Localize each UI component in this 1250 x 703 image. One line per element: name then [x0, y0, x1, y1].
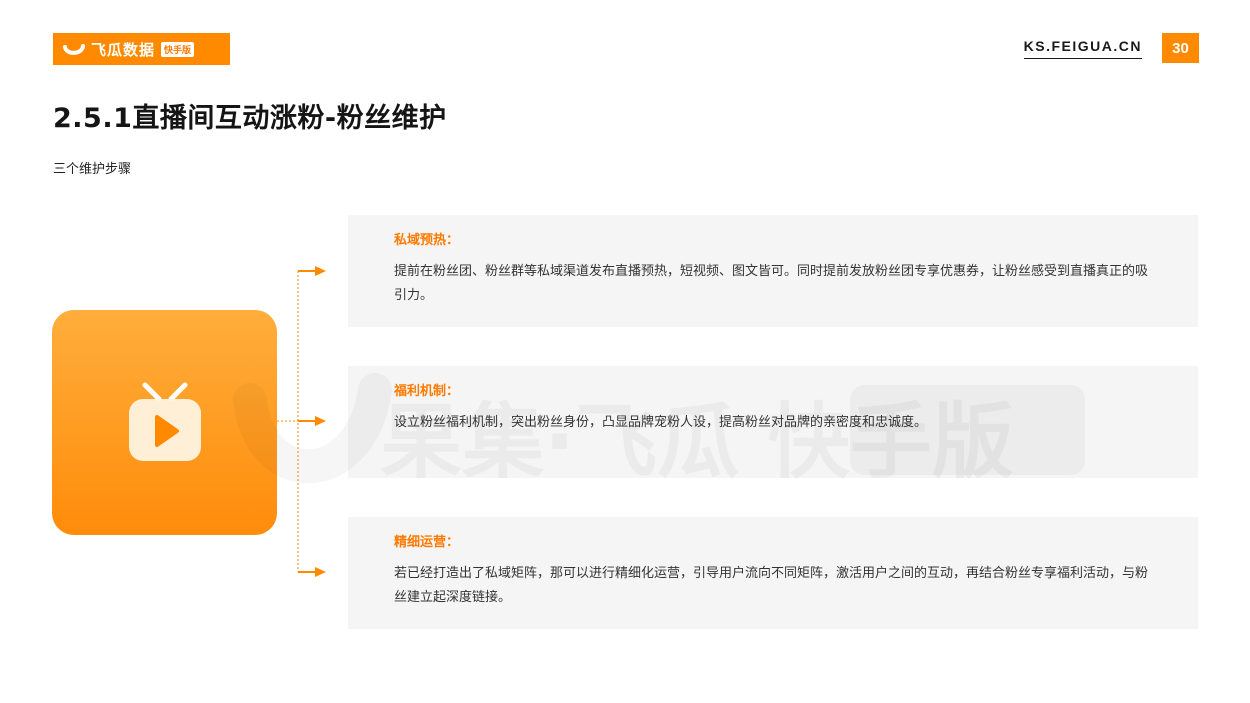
step-heading: 私域预热：	[394, 233, 460, 248]
step-body: 提前在粉丝团、粉丝群等私域渠道发布直播预热，短视频、图文皆可。同时提前发放粉丝团…	[394, 264, 1149, 303]
melon-logo-icon	[63, 44, 85, 55]
tv-illustration-tile	[52, 310, 277, 535]
step-heading: 福利机制：	[394, 384, 460, 399]
step-card-private-warmup: 私域预热： 提前在粉丝团、粉丝群等私域渠道发布直播预热，短视频、图文皆可。同时提…	[348, 215, 1198, 327]
brand-badge: 快手版	[161, 41, 195, 57]
tv-play-icon	[128, 382, 201, 461]
step-body: 若已经打造出了私域矩阵，那可以进行精细化运营，引导用户流向不同矩阵，激活用户之间…	[394, 566, 1149, 605]
connector-lines	[277, 266, 326, 577]
brand-logo: 飞瓜数据 快手版	[53, 33, 230, 65]
page-title: 2.5.1直播间互动涨粉-粉丝维护	[53, 103, 447, 134]
step-heading: 精细运营：	[394, 535, 460, 550]
step-card-welfare-mechanism: 福利机制： 设立粉丝福利机制，突出粉丝身份，凸显品牌宠粉人设，提高粉丝对品牌的亲…	[348, 366, 1198, 478]
site-url: KS.FEIGUA.CN	[1023, 38, 1142, 59]
page-subtitle: 三个维护步骤	[53, 162, 132, 177]
step-body: 设立粉丝福利机制，突出粉丝身份，凸显品牌宠粉人设，提高粉丝对品牌的亲密度和忠诚度…	[394, 415, 928, 430]
brand-name: 飞瓜数据	[91, 40, 156, 59]
page-number: 30	[1162, 33, 1199, 63]
step-card-fine-operation: 精细运营： 若已经打造出了私域矩阵，那可以进行精细化运营，引导用户流向不同矩阵，…	[348, 517, 1198, 629]
